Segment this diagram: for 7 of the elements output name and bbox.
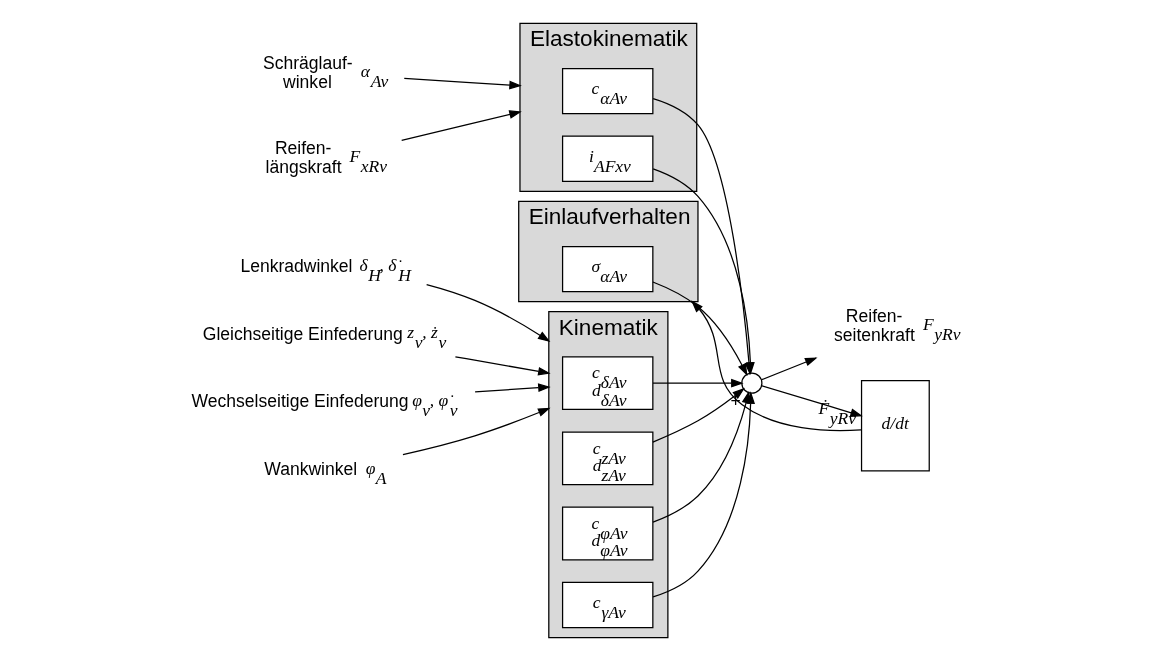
node-label: Gleichseitige Einfederung xyxy=(202,323,403,344)
node-label: Reifen- längskraft xyxy=(265,138,342,177)
node-label: Reifen- seitenkraft xyxy=(833,305,915,345)
node-label: Schräglauf- winkel xyxy=(263,52,353,92)
node-label: Wankwinkel xyxy=(264,458,358,479)
node-label: Lenkradwinkel xyxy=(240,255,353,276)
node-label: Wechselseitige Einfederung xyxy=(191,391,409,412)
